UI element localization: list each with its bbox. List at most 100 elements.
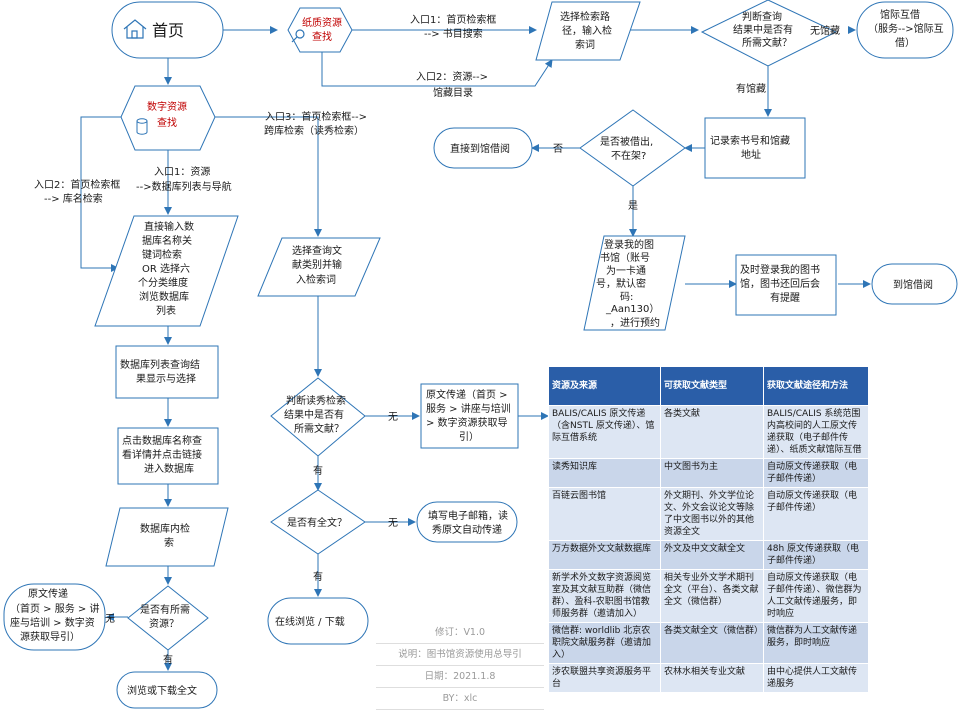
node-text: 资源？	[149, 617, 179, 630]
home-label: 首页	[152, 21, 184, 40]
node-text: 到馆借阅	[893, 278, 933, 291]
table-header: 资源及来源	[548, 366, 661, 406]
node-doc-delivery-left: 原文传递 （首页 > 服务 > 讲 座与培训 > 数字资 源获取导引）	[3, 583, 106, 651]
node-text: 直接输入数	[144, 220, 194, 233]
node-text: 键词检索	[142, 248, 182, 261]
node-text: 源获取导引）	[20, 630, 80, 643]
node-text: 索	[164, 536, 174, 549]
node-home: 首页	[111, 1, 224, 59]
node-text: 引）	[459, 431, 479, 443]
node-text: 献类别并输	[292, 258, 342, 271]
node-browse-dl: 浏览或下载全文	[116, 671, 218, 709]
label-have-full: 有	[313, 570, 323, 583]
node-go-desk: 直接到馆借阅	[433, 127, 533, 169]
node-judge-duxiu: 判断读秀检索 结果中是否有 所需文献？	[270, 377, 366, 457]
node-digital-search: 数字资源 查找	[120, 85, 216, 151]
node-text: 所需文献？	[742, 36, 792, 49]
dig-entry2: 入口2：首页检索框	[34, 178, 120, 191]
node-text: 判断查询	[742, 10, 782, 23]
table-cell: 自动原文传递获取（电子邮件传递）	[763, 458, 869, 488]
node-text: > 数字资源获取导	[426, 416, 508, 429]
node-text: 登录我的图	[604, 238, 654, 251]
node-direct-input: 直接输入数 据库名称关 键词检索 OR 选择六 个分类维度 浏览数据库 列表	[94, 215, 239, 327]
node-db-list: 数据库列表查询结 果显示与选择	[115, 345, 219, 399]
label-has-holding: 有馆藏	[736, 82, 766, 95]
node-has-fulltext: 是否有全文？	[270, 489, 366, 555]
table-header: 可获取文献类型	[660, 366, 764, 406]
table-cell: 各类文献	[660, 405, 764, 459]
node-text: 不在架?	[611, 150, 646, 162]
table-cell: 微信群为人工文献传递服务，即时响应	[763, 622, 869, 664]
table-cell: 百链云图书馆	[548, 487, 661, 541]
table-cell: 由中心提供人工文献传递服务	[763, 663, 869, 693]
node-login-notify: 及时登录我的图书 馆，图书还回后会 有提醒	[735, 254, 837, 316]
note-author: BY：xlc	[376, 688, 544, 710]
node-text: --> 书目搜索	[424, 27, 483, 40]
node-text: 列表	[156, 304, 176, 317]
note-description: 说明：图书馆资源使用总导引	[376, 644, 544, 666]
node-text: 结果中是否有	[733, 23, 793, 36]
node-in-db-search: 数据库内检 索	[105, 507, 229, 567]
node-text: 直接到馆借阅	[450, 142, 510, 155]
node-text: 数据库内检	[140, 522, 190, 535]
node-doc-delivery-mid: 原文传递（首页 > 服务 > 讲座与培训 > 数字资源获取导 引）	[420, 383, 519, 449]
table-cell: 万方数据外文文献数据库	[548, 540, 661, 570]
node-text: 在线浏览 / 下载	[275, 615, 345, 628]
dig-entry1: 入口1：资源	[154, 165, 210, 178]
node-text: 跨库检索（读秀检索）	[264, 124, 364, 137]
node-record-call: 记录索书号和馆藏 地址	[704, 117, 806, 179]
table-cell: 微信群: worldlib 北京农职院文献服务群（邀请加入）	[548, 622, 661, 664]
table-cell: 中文图书为主	[660, 458, 764, 488]
paper-entry2: 入口2：资源-->	[416, 70, 488, 83]
node-text: 是否被借出,	[600, 135, 653, 148]
resource-table: 资源及来源 可获取文献类型 获取文献途径和方法 BALIS/CALIS 原文传递…	[548, 366, 869, 693]
table-cell: 新学术外文数字资源阅览室及其文献互助群（微信群）、盈科-农职图书馆教师服务群（邀…	[548, 569, 661, 623]
node-text: 查找	[157, 116, 177, 129]
node-text: 是否有全文？	[287, 516, 347, 529]
node-text: 原文传递	[28, 587, 68, 600]
dig-entry3: 入口3：首页检索框-->	[265, 110, 367, 123]
node-text: 是否有所需	[140, 603, 190, 616]
table-cell: 外文期刊、外文学位论文、外文会议论文等除了中文图书以外的其他资源全文	[660, 487, 764, 541]
paper-entry1: 入口1：首页检索框	[410, 13, 496, 26]
node-text: 径，输入检	[562, 24, 612, 37]
node-text: 判断读秀检索	[286, 394, 346, 407]
node-text: 结果中是否有	[284, 408, 344, 421]
table-row: 微信群: worldlib 北京农职院文献服务群（邀请加入）各类文献全文（微信群…	[548, 622, 869, 664]
node-has-resource: 是否有所需 资源？	[127, 585, 209, 651]
node-text: 点击数据库名称查	[122, 434, 202, 447]
node-text: 号，默认密	[596, 277, 646, 290]
node-text: 书馆（账号	[600, 251, 650, 264]
note-date: 日期：2021.1.8	[376, 666, 544, 688]
note-version: 修订：V1.0	[376, 622, 544, 644]
table-cell: 相关专业外文学术期刊全文（平台）、各类文献全文（微信群）	[660, 569, 764, 623]
table-cell: 各类文献全文（微信群）	[660, 622, 764, 664]
database-icon	[136, 118, 148, 135]
table-row: 读秀知识库中文图书为主自动原文传递获取（电子邮件传递）	[548, 458, 869, 488]
table-cell: 48h 原文传递获取（电子邮件传递）	[763, 540, 869, 570]
node-go-desk2: 到馆借阅	[871, 263, 958, 305]
table-cell: 涉农联盟共享资源服务平台	[548, 663, 661, 693]
node-text: 浏览数据库	[139, 290, 189, 303]
node-select-path: 选择检索路 径，输入检 索词	[535, 1, 641, 61]
node-text: 秀原文自动传递	[432, 523, 502, 536]
node-text: 选择检索路	[560, 10, 610, 23]
home-icon	[123, 19, 147, 39]
table-cell: BALIS/CALIS 系统范围内高校间的人工原文传递获取（电子邮件传递）、纸质…	[763, 405, 869, 459]
node-text: OR 选择六	[142, 262, 190, 275]
table-cell: 读秀知识库	[548, 458, 661, 488]
node-text: 纸质资源	[302, 16, 342, 29]
node-text: _Aan130）	[605, 303, 659, 315]
node-text: 码:	[620, 291, 633, 303]
label-have-mid: 有	[313, 464, 323, 477]
node-text: 所需文献？	[294, 422, 344, 435]
table-cell: 自动原文传递获取（电子邮件传递）	[763, 487, 869, 541]
connectors	[80, 26, 871, 671]
label-no: 否	[553, 143, 563, 155]
node-text: 选择查询文	[292, 244, 342, 257]
node-paper-search: 纸质资源 查找	[287, 7, 353, 53]
label-none-full: 无	[388, 518, 398, 529]
node-text: --> 库名检索	[44, 192, 103, 205]
table-cell: 农林水相关专业文献	[660, 663, 764, 693]
